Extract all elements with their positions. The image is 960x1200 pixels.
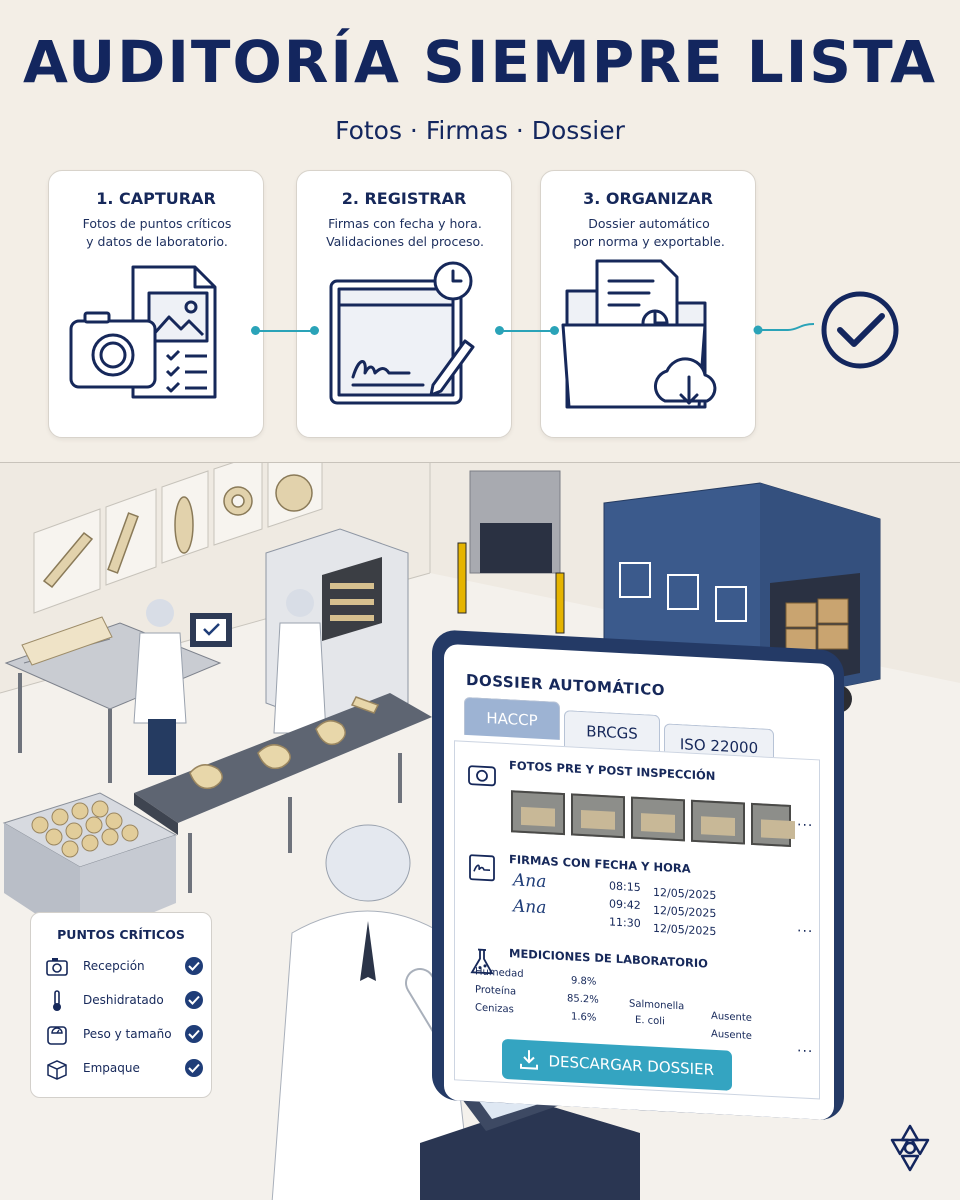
more-icon[interactable]: ···: [797, 923, 814, 941]
critical-point-label: Recepción: [83, 959, 145, 973]
lab-heading: MEDICIONES DE LABORATORIO: [509, 946, 708, 971]
dossier-screen: DOSSIER AUTOMÁTICO HACCP BRCGS ISO 22000…: [444, 643, 834, 1121]
step-description: Firmas con fecha y hora. Validaciones de…: [305, 215, 505, 251]
critical-point-label: Peso y tamaño: [83, 1027, 172, 1041]
photo-thumbnail[interactable]: [751, 802, 791, 847]
lab-measure-value: 9.8%: [571, 975, 597, 988]
page-subtitle: Fotos · Firmas · Dossier: [335, 116, 625, 145]
signature-time: 09:42: [609, 897, 641, 913]
tab-haccp[interactable]: HACCP: [464, 696, 560, 740]
step-desc-line: Validaciones del proceso.: [326, 234, 484, 249]
thermometer-icon: [53, 990, 61, 1011]
step-description: Dossier automático por norma y exportabl…: [549, 215, 749, 251]
flow-connector: [753, 323, 815, 335]
box-icon: [47, 1060, 67, 1080]
step-card-registrar: 2. REGISTRAR Firmas con fecha y hora. Va…: [296, 170, 512, 438]
dossier-title: DOSSIER AUTOMÁTICO: [466, 670, 665, 700]
photos-section: FOTOS PRE Y POST INSPECCIÓN ···: [455, 751, 821, 860]
step-desc-line: Dossier automático: [588, 216, 710, 231]
lab-section: MEDICIONES DE LABORATORIO Humedad 9.8% P…: [455, 939, 821, 1068]
photo-thumbnail[interactable]: [571, 793, 625, 839]
critical-points-panel: PUNTOS CRÍTICOS Recepción Deshidratado P…: [30, 912, 212, 1098]
lab-measure-value: 85.2%: [567, 993, 599, 1006]
signature-date: 12/05/2025: [653, 921, 717, 939]
photo-thumbnail[interactable]: [631, 796, 685, 842]
lab-micro-name: Salmonella: [629, 998, 685, 1013]
more-icon[interactable]: ···: [797, 817, 814, 835]
connector-dot: [550, 326, 559, 335]
lab-measure-value: 1.6%: [571, 1011, 597, 1024]
photos-heading: FOTOS PRE Y POST INSPECCIÓN: [509, 758, 716, 784]
critical-points-title: PUNTOS CRÍTICOS: [57, 927, 185, 942]
camera-icon: [46, 958, 68, 976]
step-desc-line: por norma y exportable.: [573, 234, 725, 249]
critical-point-label: Empaque: [83, 1061, 140, 1075]
signature-icon: [469, 854, 495, 882]
section-divider: [0, 462, 960, 463]
critical-point-peso: Peso y tamaño: [45, 1023, 205, 1049]
signature-date: 12/05/2025: [653, 885, 717, 903]
lab-micro-name: E. coli: [635, 1014, 665, 1028]
signature-time: 08:15: [609, 879, 641, 895]
step-description: Fotos de puntos críticos y datos de labo…: [57, 215, 257, 251]
flow-connector: [256, 330, 316, 332]
scale-icon: [47, 1026, 67, 1045]
step-desc-line: Firmas con fecha y hora.: [328, 216, 482, 231]
step-desc-line: Fotos de puntos críticos: [82, 216, 232, 231]
lab-measure-name: Proteína: [475, 984, 517, 998]
lab-micro-result: Ausente: [711, 1010, 752, 1024]
camera-icon: [468, 765, 496, 787]
dossier-content: FOTOS PRE Y POST INSPECCIÓN ··· FIRMAS C…: [454, 740, 821, 1100]
signature-clock-icon: [329, 261, 475, 405]
check-icon: [185, 991, 203, 1009]
critical-point-empaque: Empaque: [45, 1057, 205, 1083]
signature-time: 11:30: [609, 915, 641, 931]
photo-thumbnail[interactable]: [511, 790, 565, 836]
step-desc-line: y datos de laboratorio.: [86, 234, 228, 249]
signature-scribble: Ana: [513, 870, 547, 893]
folder-cloud-icon: [561, 259, 717, 409]
lab-micro-result: Ausente: [711, 1028, 752, 1042]
download-icon: [520, 1050, 538, 1070]
page-title: AUDITORÍA SIEMPRE LISTA: [22, 28, 938, 96]
lab-measure-name: Cenizas: [475, 1002, 514, 1016]
step-title: 2. REGISTRAR: [341, 189, 467, 208]
check-icon: [185, 957, 203, 975]
check-icon: [185, 1059, 203, 1077]
signature-date: 12/05/2025: [653, 903, 717, 921]
download-label: DESCARGAR DOSSIER: [548, 1052, 714, 1079]
connector-dot: [495, 326, 504, 335]
brand-logo-icon: [890, 1124, 930, 1172]
step-card-capturar: 1. CAPTURAR Fotos de puntos críticos y d…: [48, 170, 264, 438]
download-dossier-button[interactable]: DESCARGAR DOSSIER: [502, 1038, 732, 1091]
lab-measure-name: Humedad: [475, 966, 524, 980]
connector-dot: [310, 326, 319, 335]
check-icon: [185, 1025, 203, 1043]
critical-point-deshidratado: Deshidratado: [45, 989, 205, 1015]
step-card-organizar: 3. ORGANIZAR Dossier automático por norm…: [540, 170, 756, 438]
flask-icon: [470, 948, 494, 975]
signature-scribble: Ana: [513, 896, 547, 919]
more-icon[interactable]: ···: [797, 1043, 814, 1061]
camera-document-icon: [69, 265, 217, 399]
critical-point-label: Deshidratado: [83, 993, 164, 1007]
step-title: 1. CAPTURAR: [96, 189, 216, 208]
step-title: 3. ORGANIZAR: [583, 189, 713, 208]
critical-point-recepcion: Recepción: [45, 955, 205, 981]
signatures-section: FIRMAS CON FECHA Y HORA Ana Ana 08:15 12…: [455, 845, 821, 954]
check-circle-icon: [821, 291, 899, 369]
photo-thumbnail[interactable]: [691, 799, 745, 845]
flow-connector: [500, 330, 556, 332]
connector-dot: [251, 326, 260, 335]
